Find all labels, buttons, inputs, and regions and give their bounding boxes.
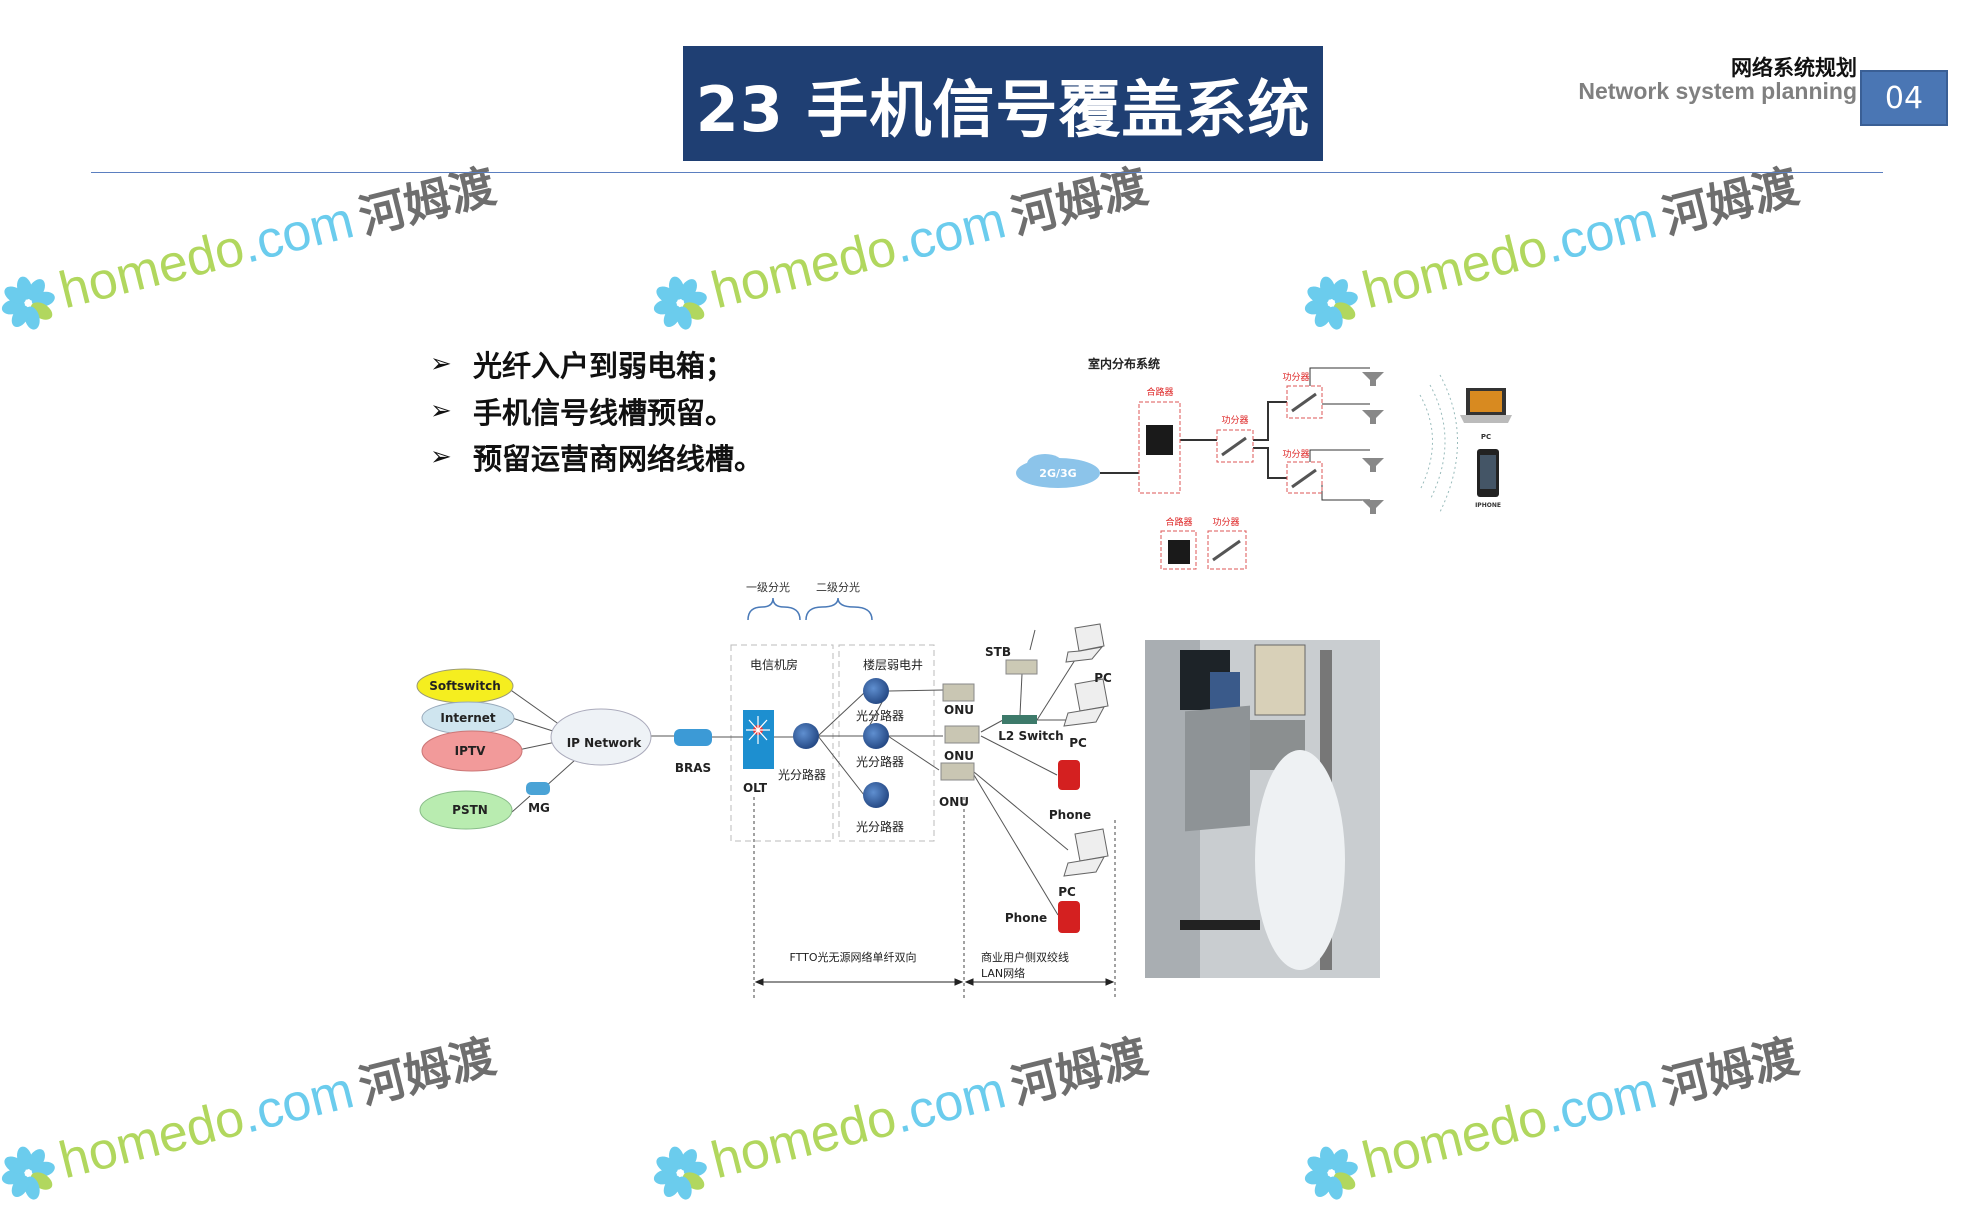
lan-span-label-2: LAN网络 — [981, 966, 1025, 980]
combiner-icon — [1146, 425, 1173, 455]
bullet-item: ➢ 手机信号线槽预留。 — [430, 390, 734, 432]
arrow-bullet-icon: ➢ — [430, 396, 452, 426]
telephone-icons — [1058, 760, 1080, 933]
brace-level2 — [805, 597, 873, 621]
splitter-box: 功分器 — [1216, 415, 1254, 463]
legend-combiner: 合路器 — [1160, 516, 1197, 570]
splitter-box-lower: 功分器 — [1282, 449, 1323, 494]
pstn-label: PSTN — [452, 803, 488, 817]
onu-device-icon — [940, 762, 975, 781]
splitter-icon — [863, 782, 889, 808]
iphone-label: IPHONE — [1475, 502, 1501, 509]
arrow-bullet-icon: ➢ — [430, 442, 452, 472]
signal-waves-icon — [1419, 374, 1458, 513]
onu-device-icon — [942, 683, 975, 702]
phone-label: Phone — [1005, 911, 1047, 925]
splitter-icon — [1221, 436, 1247, 457]
pc-label: PC — [1094, 671, 1112, 685]
span-arrows — [754, 978, 1115, 986]
ftto-span-label: FTTO光无源网络单纤双向 — [789, 950, 916, 964]
stb-device-icon — [1005, 659, 1038, 675]
stb-label: STB — [985, 645, 1011, 659]
arrow-bullet-icon: ➢ — [430, 349, 452, 379]
laptop-icons — [1063, 623, 1109, 877]
lan-span-label: 商业用户侧双绞线 — [981, 950, 1069, 964]
bullet-item: ➢ 预留运营商网络线槽。 — [430, 436, 763, 478]
floor-shaft-box — [838, 644, 935, 842]
level1-label: 一级分光 — [746, 580, 790, 594]
olt-device-icon — [743, 710, 774, 769]
onu-label: ONU — [944, 749, 974, 763]
legend-splitter: 功分器 — [1207, 517, 1247, 570]
splitter-label: 光分路器 — [856, 754, 904, 769]
splitter-icon — [863, 723, 889, 749]
softswitch-cloud: Softswitch — [416, 668, 514, 704]
bullet-text: 预留运营商网络线槽。 — [473, 442, 764, 476]
splitter-label: 功分器 — [1282, 372, 1309, 383]
level2-label: 二级分光 — [816, 580, 860, 594]
internet-cloud: Internet — [421, 701, 515, 735]
l2-switch-label: L2 Switch — [998, 729, 1063, 743]
splitter-icon — [793, 723, 819, 749]
splitter-icon — [1291, 468, 1317, 489]
brace-level1 — [747, 597, 801, 621]
olt-label: OLT — [743, 781, 768, 795]
iptv-cloud: IPTV — [421, 730, 523, 772]
antenna-icons — [1362, 372, 1384, 514]
page-title: 23 手机信号覆盖系统 — [683, 46, 1323, 161]
equipment-cabinet-photo — [1145, 640, 1380, 978]
section-title-cn: 网络系统规划 — [1731, 56, 1857, 80]
softswitch-label: Softswitch — [429, 679, 501, 693]
cloud-2g3g: 2G/3G — [1016, 454, 1100, 488]
bras-label: BRAS — [675, 761, 711, 775]
iptv-label: IPTV — [455, 744, 486, 758]
onu-label: ONU — [939, 795, 969, 809]
pc-label: PC — [1069, 736, 1087, 750]
indoor-cables — [1100, 367, 1370, 501]
mg-label: MG — [528, 801, 550, 815]
span-dividers — [753, 797, 1116, 1000]
l2-switch-icon — [1002, 715, 1037, 724]
telecom-room-box — [730, 644, 834, 842]
splitter-label: 功分器 — [1221, 415, 1248, 426]
mg-device-icon — [526, 782, 550, 795]
laptop-icon — [1460, 388, 1512, 423]
pstn-cloud: PSTN — [419, 790, 513, 830]
pc-label: PC — [1058, 885, 1076, 899]
onu-device-icon — [944, 725, 980, 744]
section-number-badge: 04 — [1860, 70, 1948, 126]
header-divider — [91, 172, 1883, 173]
legend-splitter-label: 功分器 — [1212, 517, 1239, 528]
bullet-item: ➢ 光纤入户到弱电箱； — [430, 343, 734, 385]
combiner-label: 合路器 — [1146, 386, 1173, 398]
bras-device-icon — [674, 729, 712, 746]
splitter-box-upper: 功分器 — [1282, 372, 1323, 419]
splitter-label: 功分器 — [1282, 449, 1309, 460]
floor-shaft-label: 楼层弱电井 — [863, 657, 923, 672]
ip-network-label: IP Network — [567, 736, 643, 750]
cloud-label: 2G/3G — [1039, 467, 1076, 480]
splitter-label: 光分路器 — [778, 767, 826, 782]
indoor-title: 室内分布系统 — [1088, 356, 1160, 371]
bullet-text: 手机信号线槽预留。 — [473, 396, 735, 430]
onu-label: ONU — [944, 703, 974, 717]
telecom-room-label: 电信机房 — [750, 657, 798, 672]
page-title-text: 23 手机信号覆盖系统 — [695, 72, 1311, 146]
combiner-box: 合路器 — [1138, 386, 1181, 494]
legend-combiner-label: 合路器 — [1165, 516, 1192, 528]
splitter-icon — [863, 678, 889, 704]
indoor-distribution-diagram: 室内分布系统 2G/3G 合路器 功分器 功分器 功分器 — [1016, 356, 1512, 570]
splitter-label: 光分路器 — [856, 819, 904, 834]
ip-network-cloud: IP Network — [550, 708, 652, 766]
section-title-en: Network system planning — [1578, 78, 1857, 104]
internet-label: Internet — [440, 711, 495, 725]
smartphone-icon — [1477, 449, 1499, 497]
phone-label: Phone — [1049, 808, 1091, 822]
bullet-text: 光纤入户到弱电箱； — [473, 349, 735, 383]
ftto-network-diagram: 一级分光 二级分光 电信机房 楼层弱电井 Softswitch Internet — [416, 580, 1116, 1000]
splitter-label: 光分路器 — [856, 708, 904, 723]
pc-label: PC — [1481, 433, 1491, 441]
splitter-icon — [1291, 392, 1317, 413]
